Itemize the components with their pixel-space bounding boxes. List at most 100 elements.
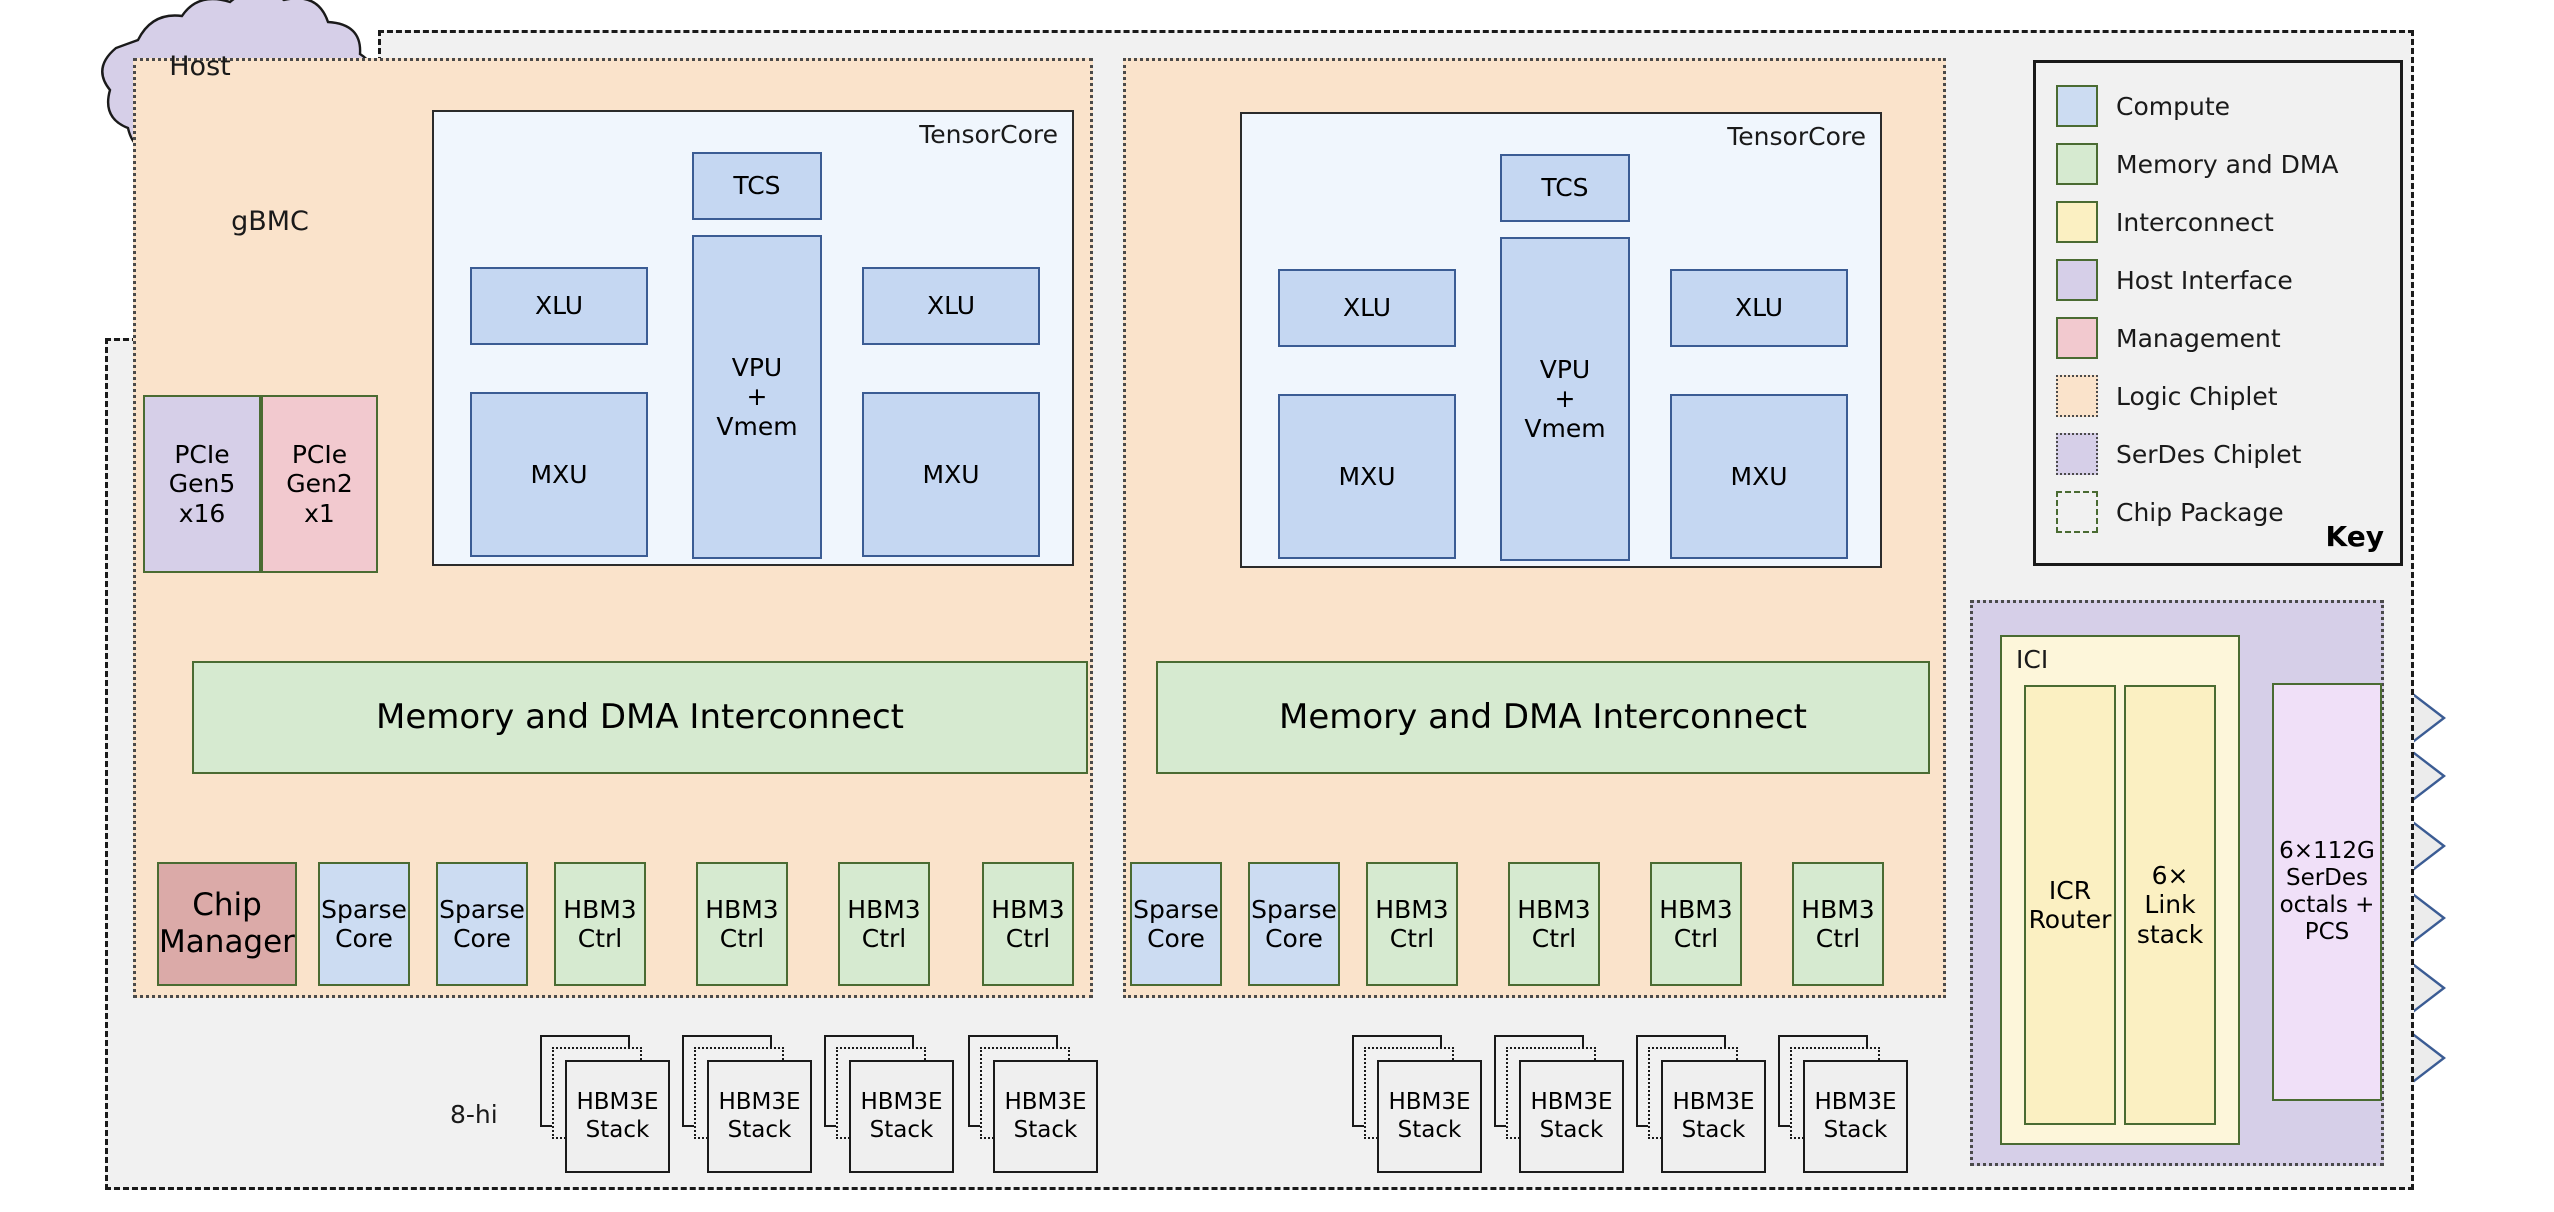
legend-item-logic-chiplet[interactable]: Logic Chiplet	[2056, 375, 2278, 417]
tensorcore-1: TensorCore TCS VPU + Vmem XLU XLU MXU MX…	[432, 110, 1074, 566]
ici-group: ICI ICR Router 6× Link stack	[2000, 635, 2240, 1145]
legend-key: Compute Memory and DMA Interconnect Host…	[2033, 60, 2403, 566]
sparse-core-r2[interactable]: Sparse Core	[1248, 862, 1340, 986]
block-line-2: Core	[453, 924, 511, 953]
pcie-gen2-block[interactable]: PCIe Gen2 x1	[261, 395, 378, 573]
block-line-1: HBM3	[1801, 894, 1875, 924]
tensorcore-1-xlu-right[interactable]: XLU	[862, 267, 1040, 345]
tensorcore-2-mxu-right[interactable]: MXU	[1670, 394, 1848, 559]
sparse-core-l2[interactable]: Sparse Core	[436, 862, 528, 986]
tensorcore-2-mxu-left[interactable]: MXU	[1278, 394, 1456, 559]
stack-height-note: 8-hi	[450, 1100, 498, 1129]
legend-item-management[interactable]: Management	[2056, 317, 2281, 359]
icr-router-block[interactable]: ICR Router	[2024, 685, 2116, 1125]
hbm3e-stack-l2[interactable]: HBM3E Stack	[682, 1035, 812, 1175]
block-line-1: HBM3	[847, 894, 921, 924]
memory-dma-interconnect-left[interactable]: Memory and DMA Interconnect	[192, 661, 1088, 774]
hbm3-ctrl-r1[interactable]: HBM3 Ctrl	[1366, 862, 1458, 986]
block-line-1: HBM3	[705, 894, 779, 924]
stack-line-2: Stack	[1823, 1116, 1888, 1143]
stack-layer-front: HBM3E Stack	[849, 1060, 954, 1173]
legend-item-compute[interactable]: Compute	[2056, 85, 2230, 127]
legend-label: Chip Package	[2116, 497, 2284, 527]
tensorcore-1-xlu-left[interactable]: XLU	[470, 267, 648, 345]
tensorcore-2-xlu-right[interactable]: XLU	[1670, 269, 1848, 347]
pcie-gen5-block[interactable]: PCIe Gen5 x16	[143, 395, 261, 573]
gbmc-cloud-label: gBMC	[231, 206, 309, 238]
sparse-core-l1[interactable]: Sparse Core	[318, 862, 410, 986]
stack-layer-front: HBM3E Stack	[1377, 1060, 1482, 1173]
chip-manager-line-1: Chip	[192, 887, 262, 924]
stack-line-1: HBM3E	[860, 1089, 943, 1116]
legend-label: Compute	[2116, 91, 2231, 121]
legend-item-host-interface[interactable]: Host Interface	[2056, 259, 2293, 301]
legend-item-serdes-chiplet[interactable]: SerDes Chiplet	[2056, 433, 2301, 475]
stack-line-1: HBM3E	[1530, 1089, 1613, 1116]
ici-title: ICI	[2016, 645, 2049, 674]
hbm3e-stack-r4[interactable]: HBM3E Stack	[1778, 1035, 1908, 1175]
legend-swatch-interconnect-icon	[2056, 201, 2098, 243]
stack-line-1: HBM3E	[1814, 1089, 1897, 1116]
block-line-2: Ctrl	[719, 924, 765, 953]
tensorcore-1-tcs[interactable]: TCS	[692, 152, 822, 220]
block-line-1: Sparse	[439, 894, 525, 924]
legend-swatch-management-icon	[2056, 317, 2098, 359]
hbm3e-stack-l4[interactable]: HBM3E Stack	[968, 1035, 1098, 1175]
block-line-1: Sparse	[1133, 894, 1219, 924]
hbm3-ctrl-l3[interactable]: HBM3 Ctrl	[838, 862, 930, 986]
hbm3-ctrl-l2[interactable]: HBM3 Ctrl	[696, 862, 788, 986]
block-line-1: Sparse	[321, 894, 407, 924]
tensorcore-2-tcs[interactable]: TCS	[1500, 154, 1630, 222]
serdes-octals-pcs-block[interactable]: 6×112G SerDes octals + PCS	[2272, 683, 2382, 1101]
stack-layer-front: HBM3E Stack	[993, 1060, 1098, 1173]
stack-line-2: Stack	[727, 1116, 792, 1143]
hbm3e-stack-l3[interactable]: HBM3E Stack	[824, 1035, 954, 1175]
hbm3e-stack-r1[interactable]: HBM3E Stack	[1352, 1035, 1482, 1175]
icr-router-line-2: Router	[2028, 905, 2112, 934]
vpu-line-2: +	[1554, 384, 1576, 414]
legend-item-interconnect[interactable]: Interconnect	[2056, 201, 2274, 243]
link-stack-line-1: 6×	[2151, 860, 2189, 890]
stack-layer-front: HBM3E Stack	[565, 1060, 670, 1173]
hbm3e-stack-l1[interactable]: HBM3E Stack	[540, 1035, 670, 1175]
serdes-line-2: SerDes	[2285, 864, 2369, 891]
tensorcore-1-vpu-vmem[interactable]: VPU + Vmem	[692, 235, 822, 559]
chip-manager-block[interactable]: Chip Manager	[157, 862, 297, 986]
stack-line-1: HBM3E	[576, 1089, 659, 1116]
vpu-line-3: Vmem	[716, 411, 798, 441]
stack-line-2: Stack	[1681, 1116, 1746, 1143]
hbm3-ctrl-l4[interactable]: HBM3 Ctrl	[982, 862, 1074, 986]
tensorcore-1-mxu-right[interactable]: MXU	[862, 392, 1040, 557]
pcie-gen5-line-1: PCIe	[174, 439, 230, 469]
stack-line-2: Stack	[585, 1116, 650, 1143]
link-stack-block[interactable]: 6× Link stack	[2124, 685, 2216, 1125]
hbm3-ctrl-l1[interactable]: HBM3 Ctrl	[554, 862, 646, 986]
tensorcore-1-mxu-left[interactable]: MXU	[470, 392, 648, 557]
legend-label: Management	[2116, 323, 2281, 353]
memory-dma-interconnect-right[interactable]: Memory and DMA Interconnect	[1156, 661, 1930, 774]
stack-layer-front: HBM3E Stack	[1519, 1060, 1624, 1173]
hbm3-ctrl-r4[interactable]: HBM3 Ctrl	[1792, 862, 1884, 986]
legend-item-chip-package[interactable]: Chip Package	[2056, 491, 2284, 533]
vpu-line-1: VPU	[1539, 354, 1591, 384]
tensorcore-1-title: TensorCore	[919, 120, 1058, 149]
pcie-gen5-line-2: Gen5	[168, 469, 236, 499]
legend-item-memory-and-dma[interactable]: Memory and DMA	[2056, 143, 2339, 185]
legend-swatch-logic-chiplet-icon	[2056, 375, 2098, 417]
hbm3e-stack-r3[interactable]: HBM3E Stack	[1636, 1035, 1766, 1175]
legend-label: Logic Chiplet	[2116, 381, 2278, 411]
vpu-line-1: VPU	[731, 352, 783, 382]
hbm3-ctrl-r2[interactable]: HBM3 Ctrl	[1508, 862, 1600, 986]
tensorcore-2-vpu-vmem[interactable]: VPU + Vmem	[1500, 237, 1630, 561]
vpu-line-3: Vmem	[1524, 413, 1606, 443]
block-line-2: Ctrl	[861, 924, 907, 953]
tensorcore-2-xlu-left[interactable]: XLU	[1278, 269, 1456, 347]
block-line-1: HBM3	[1659, 894, 1733, 924]
vpu-line-2: +	[746, 382, 768, 412]
sparse-core-r1[interactable]: Sparse Core	[1130, 862, 1222, 986]
legend-swatch-compute-icon	[2056, 85, 2098, 127]
hbm3-ctrl-r3[interactable]: HBM3 Ctrl	[1650, 862, 1742, 986]
hbm3e-stack-r2[interactable]: HBM3E Stack	[1494, 1035, 1624, 1175]
serdes-line-1: 6×112G	[2279, 837, 2375, 864]
